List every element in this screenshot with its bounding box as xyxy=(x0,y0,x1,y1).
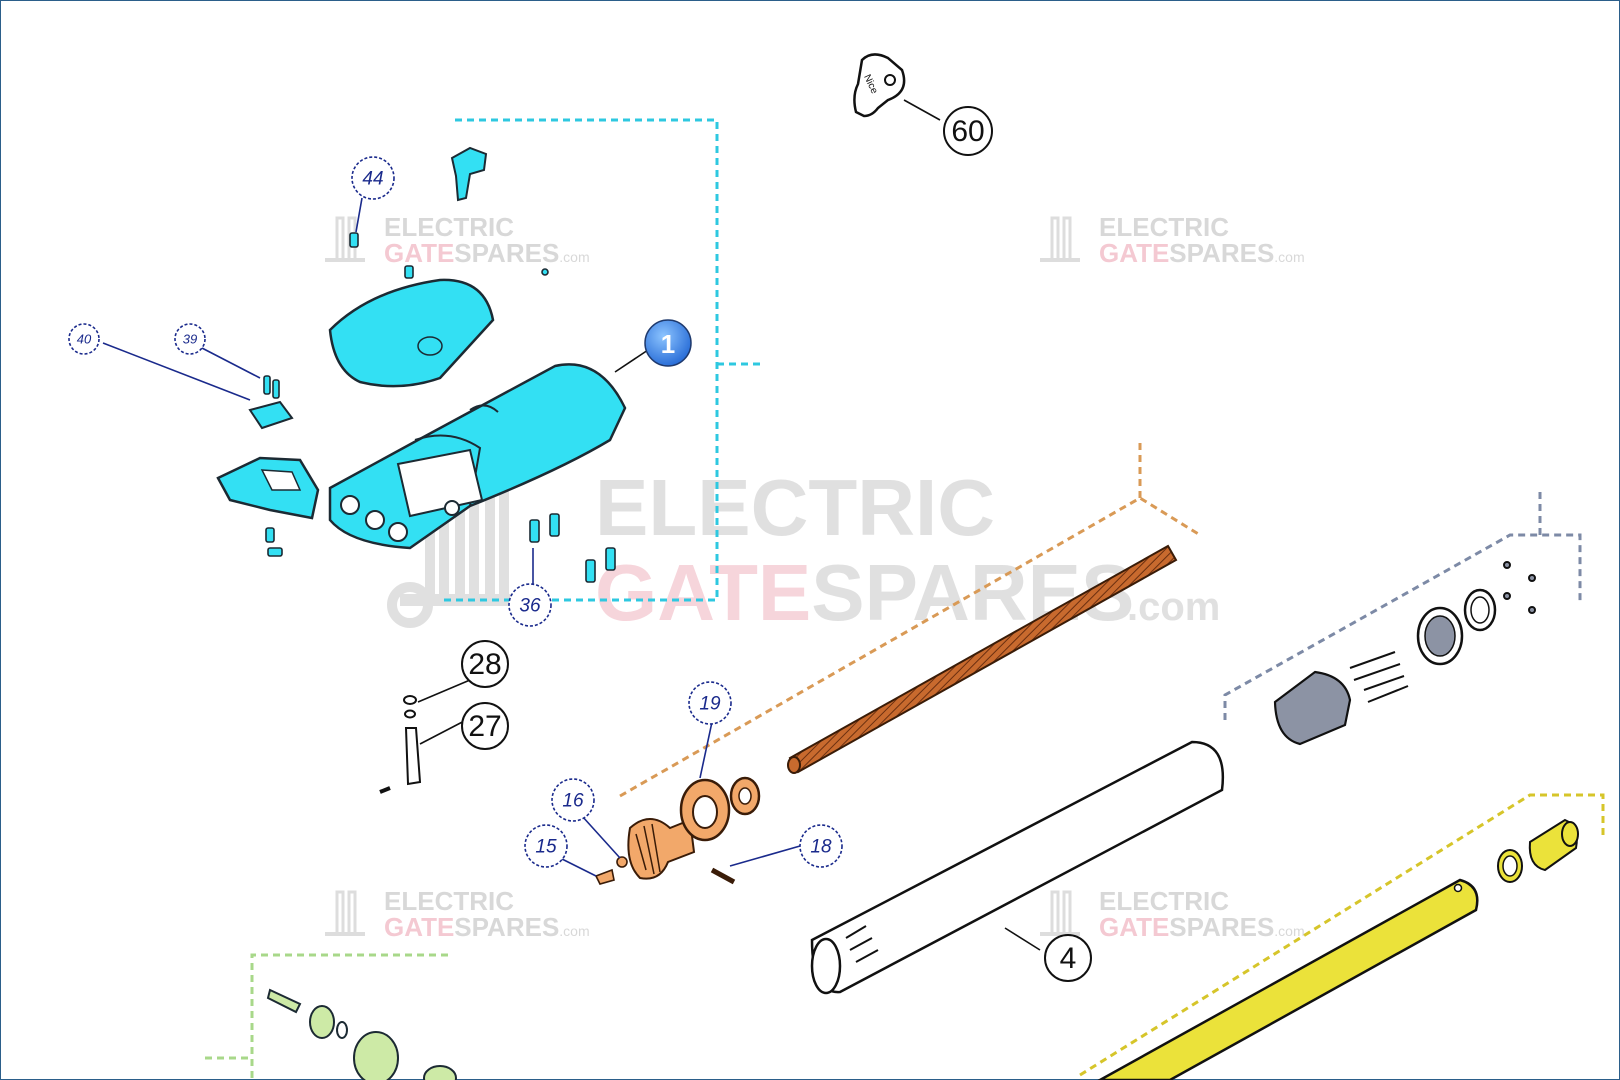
callout-1: 1 xyxy=(644,319,692,367)
watermark-small-line2: GATESPARES.com xyxy=(384,238,590,268)
callout-circle xyxy=(799,824,843,868)
callout-28: 28 xyxy=(461,640,509,688)
top-cover-part xyxy=(328,278,495,388)
callout-label: 15 xyxy=(535,837,557,858)
watermark-small-icon xyxy=(325,216,365,262)
pin-parts xyxy=(379,695,422,794)
callout-circle xyxy=(508,583,552,627)
watermark-small-line1: ELECTRIC xyxy=(384,886,514,916)
watermark-small-line2: GATESPARES.com xyxy=(1099,238,1305,268)
watermark-small-line2: GATESPARES.com xyxy=(384,912,590,942)
cyan-housing-assembly xyxy=(216,146,627,583)
watermark-spares: SPARES xyxy=(811,548,1134,637)
callout-circle xyxy=(1044,934,1092,982)
callout-4: 4 xyxy=(1044,934,1092,982)
callout-label: 16 xyxy=(562,791,584,812)
watermark-suffix: .com xyxy=(1127,585,1220,629)
callout-27: 27 xyxy=(461,702,509,750)
callout-label: 28 xyxy=(468,648,501,681)
watermark-gate: GATE xyxy=(595,548,811,637)
watermark-line1: ELECTRIC xyxy=(595,463,995,552)
watermark-small-line1: ELECTRIC xyxy=(1099,212,1229,242)
terminal-block-part xyxy=(248,400,294,430)
callout-circle xyxy=(351,156,395,200)
end-cap-assembly xyxy=(1273,561,1536,746)
orange-group-bracket xyxy=(619,438,1201,798)
callout-15: 15 xyxy=(524,824,568,868)
callout-label: 60 xyxy=(951,115,984,148)
inner-tube-part xyxy=(1097,878,1479,1080)
watermark-small-tr: ELECTRIC GATESPARES.com xyxy=(1040,212,1305,268)
yellow-ring-part xyxy=(1497,849,1523,883)
callout-circle xyxy=(68,323,100,355)
watermark-line2: GATESPARES xyxy=(595,548,1134,637)
callout-label: 39 xyxy=(183,332,197,347)
lead-screw-part xyxy=(787,544,1178,774)
watermark-small-line2: GATESPARES.com xyxy=(1099,912,1305,942)
green-parts xyxy=(266,988,457,1080)
callout-circle xyxy=(551,778,595,822)
callout-44: 44 xyxy=(351,156,395,200)
leader-lines-blue xyxy=(102,197,801,877)
callout-1-label: 1 xyxy=(661,329,675,359)
watermark-small-icon xyxy=(1040,216,1080,262)
yellow-group-bracket xyxy=(1079,793,1605,1077)
callout-label: 27 xyxy=(468,710,501,743)
watermark-small-line1: ELECTRIC xyxy=(384,212,514,242)
cyan-group-bracket xyxy=(440,118,765,602)
watermark-small-bl: ELECTRIC GATESPARES.com xyxy=(325,886,590,942)
callout-60: 60 xyxy=(943,106,993,156)
watermark-small-icon xyxy=(325,890,365,936)
main-housing-part xyxy=(328,363,627,550)
bushing-part xyxy=(729,776,761,816)
callout-label: 36 xyxy=(519,596,541,617)
callout-circle xyxy=(461,640,509,688)
watermark-small-br: ELECTRIC GATESPARES.com xyxy=(1040,886,1305,942)
callout-circle xyxy=(943,106,993,156)
housing-screws xyxy=(263,232,616,583)
key-tag-part: Nice xyxy=(853,53,906,118)
small-screw-parts xyxy=(594,856,736,885)
bevel-gear-part xyxy=(627,818,696,880)
watermark-small-tl: ELECTRIC GATESPARES.com xyxy=(325,212,590,268)
slate-group-bracket xyxy=(1223,490,1582,720)
callout-16: 16 xyxy=(551,778,595,822)
callout-circle xyxy=(524,824,568,868)
callout-40: 40 xyxy=(68,323,100,355)
callout-circle xyxy=(688,681,732,725)
callout-label: 18 xyxy=(810,837,832,858)
callout-36: 36 xyxy=(508,583,552,627)
green-group-bracket xyxy=(205,953,448,1078)
release-lever-part xyxy=(450,146,488,202)
watermark-small-line1: ELECTRIC xyxy=(1099,886,1229,916)
side-bracket-part xyxy=(216,456,320,520)
callout-18: 18 xyxy=(799,824,843,868)
callout-19: 19 xyxy=(688,681,732,725)
callout-label: 40 xyxy=(77,332,92,347)
callout-label: 4 xyxy=(1060,942,1077,975)
callout-circle xyxy=(174,323,206,355)
callout-39: 39 xyxy=(174,323,206,355)
callout-label: 44 xyxy=(362,169,383,190)
callout-label: 19 xyxy=(699,694,721,715)
yellow-nut-part xyxy=(1528,818,1579,872)
callout-circle xyxy=(461,702,509,750)
outer-tube-part xyxy=(810,740,1225,995)
watermark-small-icon xyxy=(1040,890,1080,936)
bearing-part xyxy=(679,778,731,842)
